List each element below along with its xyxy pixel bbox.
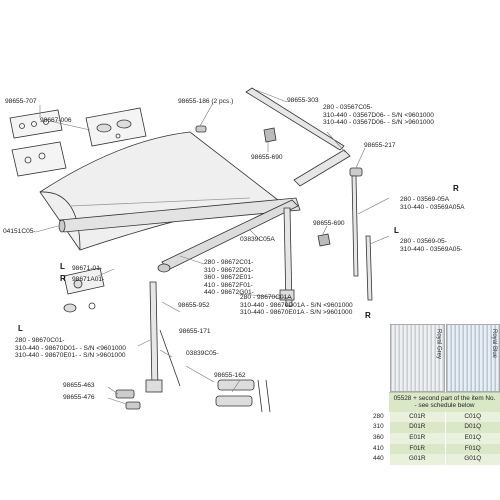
cap-part-98655-217 xyxy=(349,167,363,177)
cap-part-98655-186 xyxy=(195,125,207,133)
label-98670d01a: 310-440 - 98670D01A - S/N <9601000 xyxy=(240,301,353,309)
fabric-cell-grey: E01R xyxy=(389,433,445,444)
label-98655-463: 98655-463 xyxy=(63,382,95,389)
side-marker-r-bottom: R xyxy=(365,311,371,320)
fabric-cell-size: 310 xyxy=(373,423,384,431)
fabric-swatches: Royal Grey Royal Blue xyxy=(369,324,500,392)
label-03839c05: 03839C05- xyxy=(186,350,219,357)
label-03567-gt: 310-440 - 03567D06- - S/N >9601000 xyxy=(323,119,434,127)
side-marker-r-left: R xyxy=(60,274,66,283)
label-98672-360: 360 - 98672E01- xyxy=(204,274,254,282)
label-98655-171: 98655-171 xyxy=(179,328,211,335)
fabric-cell-grey: C01R xyxy=(389,411,445,423)
label-03839c05a: 03839C05A xyxy=(240,236,275,243)
label-group-03567: 280 - 03567C05- 310-440 - 03567D06- - S/… xyxy=(323,104,434,127)
fabric-schedule: Royal Grey Royal Blue 05528 + second par… xyxy=(369,324,500,465)
foot-parts-98655-463 xyxy=(115,389,141,410)
fabric-cell-blue: G01Q xyxy=(444,454,500,465)
label-98655-690-mid: 98655-690 xyxy=(313,220,345,227)
label-98655-186: 98655-186 (2 pcs.) xyxy=(178,98,234,105)
label-98671-01: 98671-01- xyxy=(72,265,103,272)
label-98670d01: 310-440 - 98670D01- - S/N <9601000 xyxy=(15,344,126,352)
bracket-parts-panel-98655-707 xyxy=(9,109,63,139)
swatch-royal-blue-label: Royal Blue xyxy=(491,329,497,359)
fabric-cell-blue: D01Q xyxy=(444,422,500,433)
fabric-cell-blue: C01Q xyxy=(444,411,500,423)
fabric-schedule-header: 05528 + second part of the item No. - se… xyxy=(389,392,500,412)
fabric-cell-size: 360 xyxy=(373,434,384,441)
label-98655-952: 98655-952 xyxy=(178,302,210,309)
label-98670e01: 310-440 - 98670E01- - S/N >9601000 xyxy=(15,352,126,360)
side-marker-l-left: L xyxy=(60,262,65,271)
support-leg-right-L xyxy=(365,235,373,301)
label-03567-lt: 310-440 - 03567D06- - S/N <9601000 xyxy=(323,111,434,119)
side-marker-r-top: R xyxy=(453,184,459,193)
label-98670c01a: 280 - 98670C01A xyxy=(240,294,292,301)
label-03569a05: 310-440 - 03569A05- xyxy=(400,245,463,253)
side-marker-l-mid: L xyxy=(394,226,399,235)
label-98672-280: 280 - 98672C01- xyxy=(204,259,254,266)
fabric-cell-blue: F01Q xyxy=(444,443,500,455)
bracket-parts-panel-98667-006 xyxy=(85,107,147,147)
swatch-royal-blue: Royal Blue xyxy=(445,324,500,392)
label-group-98670-a: 280 - 98670C01A 310-440 - 98670D01A - S/… xyxy=(240,294,353,317)
label-03569-05a-280: 280 - 03569-05A xyxy=(400,196,450,203)
fabric-cell-size: 280 xyxy=(373,412,384,420)
label-98655-476: 98655-476 xyxy=(63,394,95,401)
swatch-royal-grey: Royal Grey xyxy=(390,324,445,392)
tension-rod-98655-171 xyxy=(159,329,181,387)
label-98671a01: 98671A01- xyxy=(72,276,105,283)
support-leg-right-R xyxy=(351,175,359,277)
foot-plates-98655-162 xyxy=(215,379,255,407)
end-cap-front-left xyxy=(157,263,171,273)
roller-tube xyxy=(58,197,301,233)
label-03567-280: 280 - 03567C05- xyxy=(323,104,373,111)
label-98655-690-top: 98655-690 xyxy=(251,154,283,161)
bracket-parts-98671 xyxy=(63,267,105,313)
label-03569-05-280: 280 - 03569-05- xyxy=(400,238,447,245)
ground-pegs xyxy=(257,379,271,413)
fabric-cell-grey: G01R xyxy=(389,454,445,465)
label-group-98670-b: 280 - 98670C01- 310-440 - 98670D01- - S/… xyxy=(15,337,126,360)
label-98655-217: 98655-217 xyxy=(364,142,396,149)
label-group-98672: 280 - 98672C01- 310 - 98672D01- 360 - 98… xyxy=(204,259,254,297)
label-98670c01: 280 - 98670C01- xyxy=(15,337,65,344)
cap-part-98655-690-top xyxy=(263,127,277,143)
cap-part-98655-690-mid xyxy=(317,233,331,247)
label-98655-303: 98655-303 xyxy=(287,97,319,104)
label-04151c05: 04151C05- xyxy=(3,228,36,235)
support-leg-front-right xyxy=(279,207,295,307)
label-98655-707: 98655-707 xyxy=(5,98,37,105)
fabric-cell-grey: F01R xyxy=(389,443,445,455)
label-group-03569-a: 280 - 03569-05A 310-440 - 03569A05A xyxy=(400,196,465,211)
fabric-cell-size: 440 xyxy=(373,455,384,463)
label-98655-162: 98655-162 xyxy=(214,372,246,379)
label-98670e01a: 310-440 - 98670E01A - S/N >9601000 xyxy=(240,309,353,317)
end-cap-panel xyxy=(11,141,67,177)
swatch-royal-grey-label: Royal Grey xyxy=(435,329,442,360)
fabric-cell-grey: D01R xyxy=(389,422,445,433)
fabric-cell-blue: E01Q xyxy=(444,433,500,444)
label-98672-410: 410 - 98672F01- xyxy=(204,281,253,289)
label-98672-310: 310 - 98672D01- xyxy=(204,266,254,274)
fabric-cell-size: 410 xyxy=(373,444,384,452)
label-98667-006: 98667-006 xyxy=(40,117,72,124)
label-98672-440: 440 - 98672G01- xyxy=(204,289,254,297)
rafter-arm-top xyxy=(245,87,351,187)
label-group-03569-b: 280 - 03569-05- 310-440 - 03569A05- xyxy=(400,238,462,253)
support-leg-left xyxy=(145,281,163,393)
side-marker-l-bottom: L xyxy=(18,324,23,333)
label-03569a05a: 310-440 - 03569A05A xyxy=(400,203,465,211)
swatch-spacer xyxy=(369,324,389,392)
